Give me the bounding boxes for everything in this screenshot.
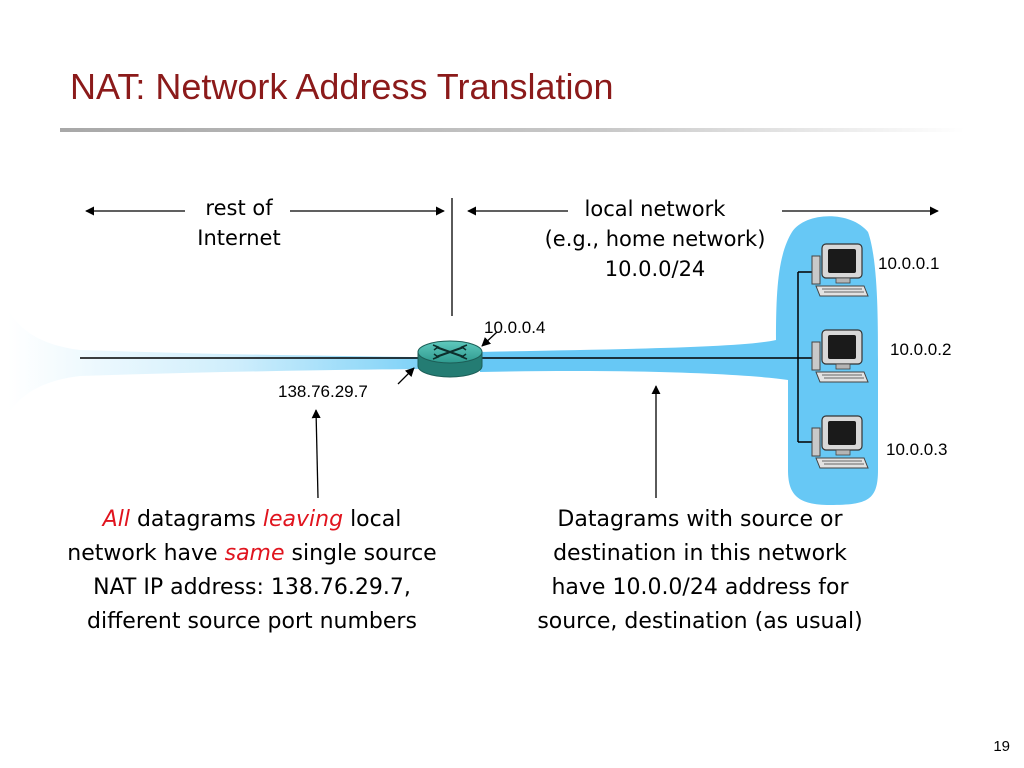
left-caption-line4: different source port numbers — [87, 609, 417, 634]
title-divider — [60, 128, 965, 132]
internet-label-line2: Internet — [197, 226, 281, 250]
outside-ip-pointer — [397, 367, 415, 385]
computer-icon-1 — [811, 243, 869, 297]
left-caption-arrow — [311, 409, 321, 499]
caption-word: network have — [67, 541, 218, 566]
computer-icon-2 — [811, 329, 869, 383]
local-label-line2: (e.g., home network) — [544, 227, 766, 251]
left-caption-line2: network have same single source — [22, 537, 482, 571]
inside-ip-pointer — [481, 331, 498, 347]
right-caption-line1: Datagrams with source or — [557, 507, 843, 532]
caption-word: local — [350, 507, 402, 532]
slide-title: NAT: Network Address Translation — [70, 66, 614, 107]
internet-label: rest of Internet — [180, 193, 298, 253]
left-caption-line1: All datagrams leaving local — [22, 503, 482, 537]
internet-cloud — [8, 310, 420, 415]
page-number: 19 — [993, 738, 1010, 755]
right-caption-line3: have 10.0.0/24 address for — [551, 575, 849, 600]
computer-icon-3 — [811, 415, 869, 469]
host-ip-1: 10.0.0.1 — [878, 254, 940, 273]
local-label-line1: local network — [584, 197, 726, 221]
caption-word: datagrams — [136, 507, 256, 532]
router-inside-ip: 10.0.0.4 — [484, 318, 546, 337]
caption-emphasis-same: same — [224, 541, 285, 566]
caption-emphasis-all: All — [102, 507, 130, 532]
right-caption-line4: source, destination (as usual) — [537, 609, 863, 634]
local-network-blob — [480, 216, 878, 505]
local-label-line3: 10.0.0/24 — [604, 257, 706, 281]
host-ip-2: 10.0.0.2 — [890, 340, 952, 359]
router-outside-ip: 138.76.29.7 — [278, 382, 368, 401]
internet-label-line1: rest of — [205, 196, 273, 220]
caption-emphasis-leaving: leaving — [262, 507, 344, 532]
caption-word: single source — [291, 541, 437, 566]
left-caption-line3: NAT IP address: 138.76.29.7, — [93, 575, 411, 600]
right-caption-line2: destination in this network — [553, 541, 847, 566]
local-network-label: local network (e.g., home network) 10.0.… — [520, 194, 790, 284]
host-ip-3: 10.0.0.3 — [886, 440, 948, 459]
router-icon — [417, 340, 483, 378]
right-caption: Datagrams with source or destination in … — [490, 503, 910, 639]
left-caption: All datagrams leaving local network have… — [22, 503, 482, 639]
